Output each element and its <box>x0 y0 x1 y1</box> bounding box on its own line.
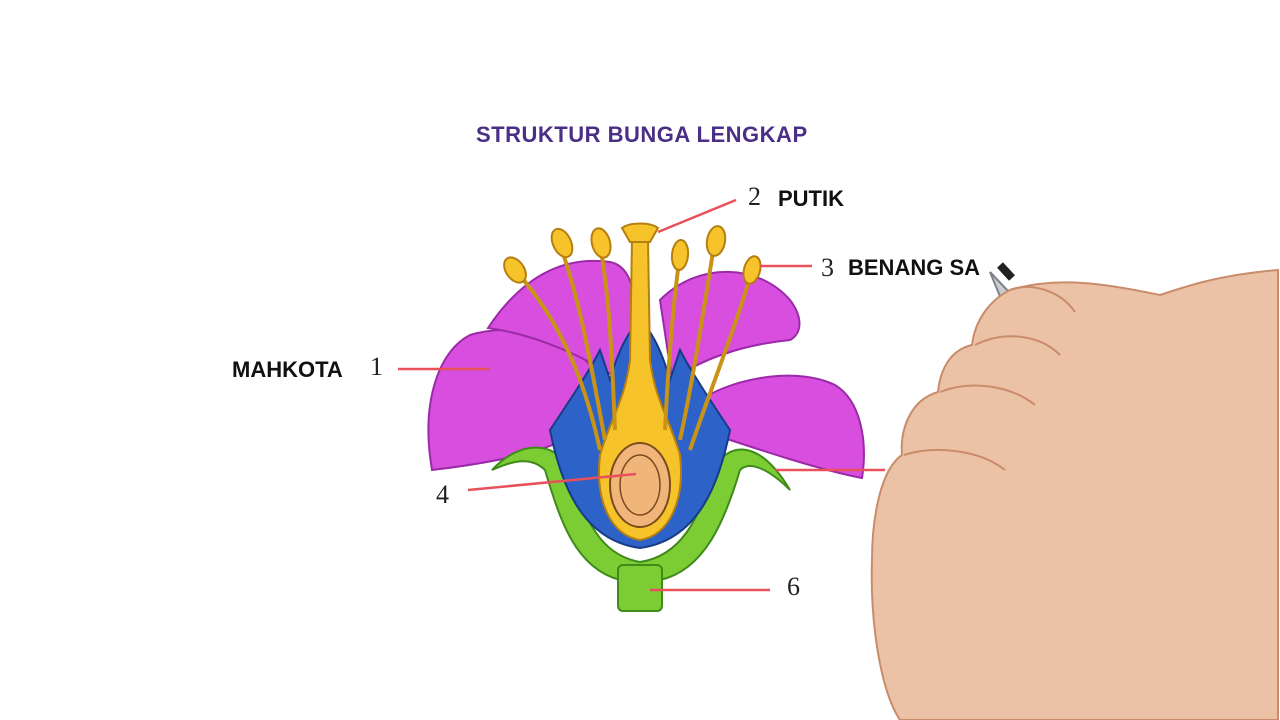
label-mahkota: MAHKOTA <box>232 357 343 382</box>
number-mahkota: 1 <box>370 352 383 381</box>
number-putik: 2 <box>748 182 761 211</box>
hand-with-marker-icon <box>870 262 1279 720</box>
label-benang-sari: BENANG SA <box>848 255 981 280</box>
pointer-line-putik <box>657 198 737 234</box>
pistil <box>598 222 682 542</box>
number-benang-sari: 3 <box>821 253 834 282</box>
pointer-line-ovary <box>467 472 637 492</box>
number-ovary: 4 <box>436 480 449 509</box>
label-putik: PUTIK <box>778 186 844 211</box>
pointer-lines <box>398 198 885 592</box>
stamens <box>503 225 762 451</box>
number-stalk: 6 <box>787 572 800 601</box>
diagram-title: STRUKTUR BUNGA LENGKAP <box>476 122 808 147</box>
